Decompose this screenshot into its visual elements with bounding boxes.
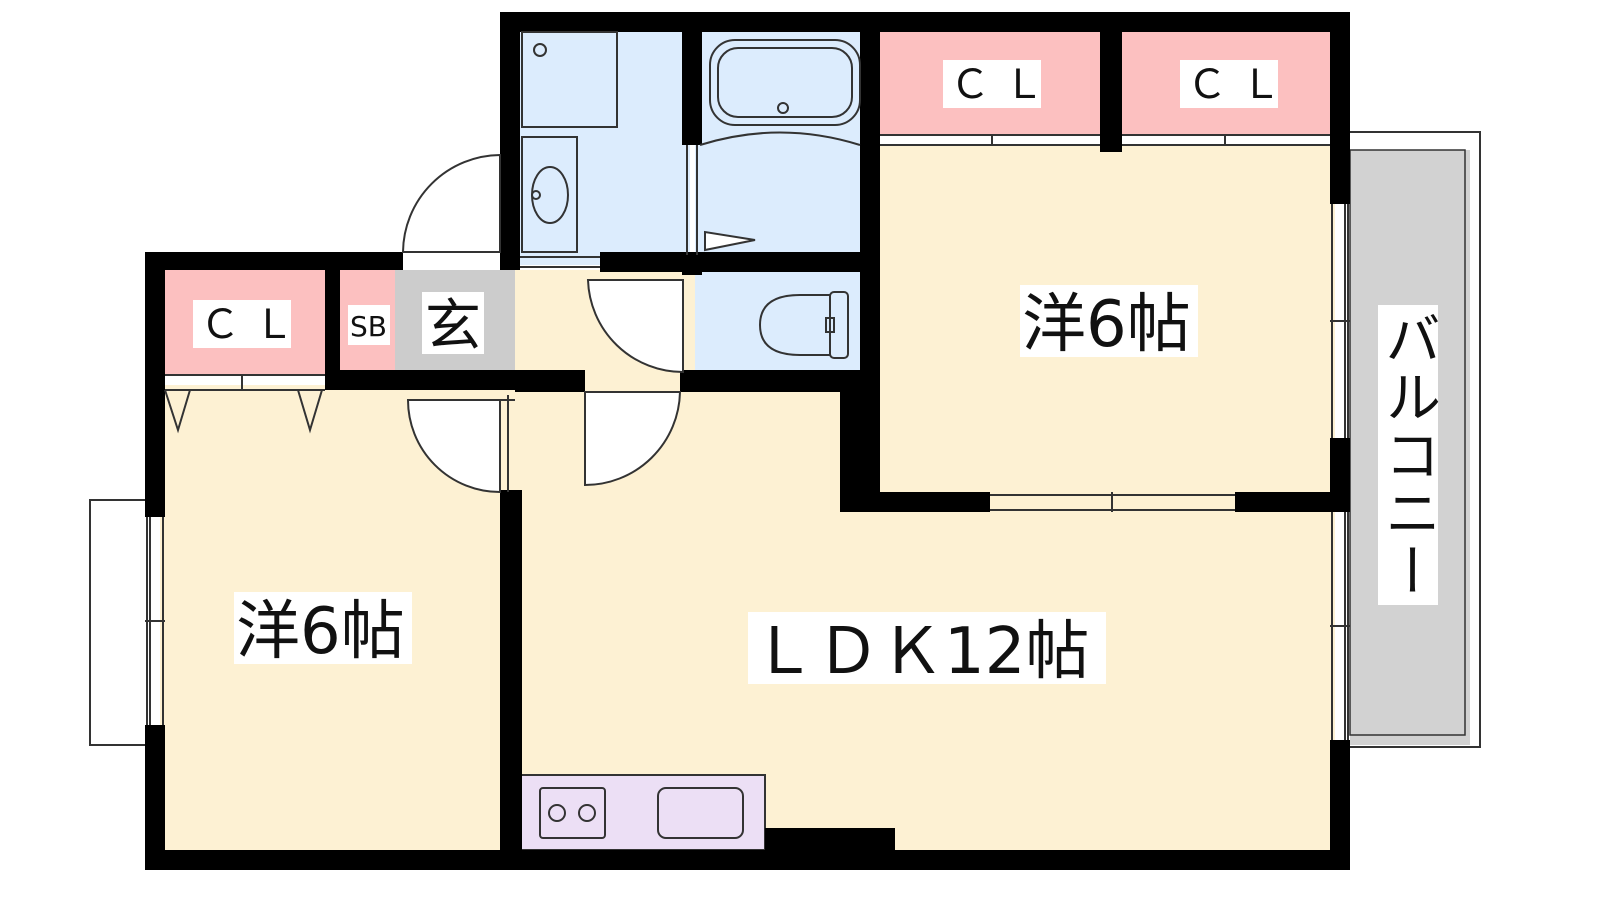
closet-top-right-label: ＣＬ bbox=[1187, 62, 1295, 108]
room-east-label-group: 洋6帖 bbox=[1020, 285, 1198, 362]
washroom-floor bbox=[520, 30, 690, 265]
ldk-label-group: ＬＤＫ12帖 bbox=[748, 612, 1106, 689]
room-west-label-bg bbox=[234, 592, 412, 664]
closet-top-right-label-bg bbox=[1180, 60, 1278, 108]
room-east-label-bg bbox=[1020, 285, 1198, 357]
walls bbox=[145, 12, 1350, 870]
shoe-box-label: SB bbox=[350, 310, 387, 343]
room-east-label: 洋6帖 bbox=[1022, 288, 1191, 362]
closet-left-label-bg bbox=[193, 300, 291, 348]
entrance-label-group: 玄 bbox=[422, 292, 484, 359]
closet-top-right-label-group: ＣＬ bbox=[1180, 60, 1295, 108]
room-west-label: 洋6帖 bbox=[236, 595, 405, 669]
doors bbox=[401, 153, 756, 494]
closet-left-label: ＣＬ bbox=[200, 302, 308, 348]
west-window-box bbox=[89, 499, 151, 746]
balcony-label-bg bbox=[1378, 305, 1438, 605]
ldk-label: ＬＤＫ12帖 bbox=[752, 615, 1089, 689]
closet-top-left-label: ＣＬ bbox=[950, 62, 1058, 108]
windows bbox=[145, 145, 1350, 740]
closet-top-left-label-group: ＣＬ bbox=[943, 60, 1058, 108]
room-west-label-group: 洋6帖 bbox=[234, 592, 412, 669]
balcony-label-group: バルコニー bbox=[1376, 305, 1441, 605]
entrance-label-bg bbox=[422, 292, 484, 354]
ldk-label-bg bbox=[748, 612, 1106, 684]
balcony-label: バルコニー bbox=[1376, 310, 1441, 600]
closet-door-tracks bbox=[164, 134, 1330, 434]
closet-left-label-group: ＣＬ bbox=[193, 300, 308, 348]
fixtures bbox=[521, 31, 861, 839]
toilet-floor bbox=[695, 270, 865, 370]
entrance-label: 玄 bbox=[425, 294, 481, 359]
bathroom-floor bbox=[695, 30, 865, 265]
shoe-box-label-bg bbox=[348, 305, 390, 345]
shoe-box-label-group: SB bbox=[348, 305, 390, 345]
closet-top-left-label-bg bbox=[943, 60, 1041, 108]
